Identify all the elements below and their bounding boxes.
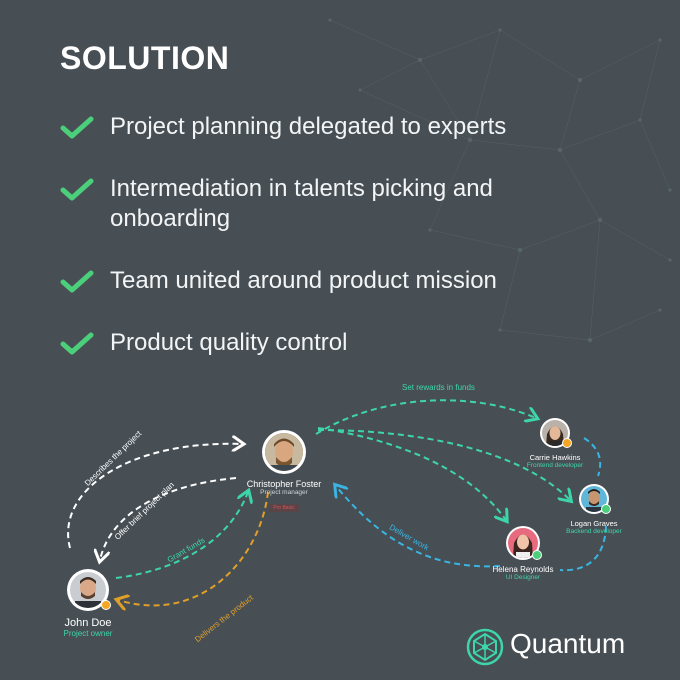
edge-carrie-loop [583,437,602,477]
brand-name: Quantum [510,628,626,659]
page-title: SOLUTION [60,40,230,76]
avatar [540,418,572,448]
status-online-icon [601,504,611,514]
edge-label-rewards: Set rewards in funds [402,383,475,392]
avatar [579,484,611,514]
person-carrie[interactable]: Carrie Hawkins Frontend developer [520,418,590,469]
edge-rewards-carrie [315,399,536,435]
status-away-icon [101,600,111,610]
edge-deliver-work [336,486,501,568]
person-role: Frontend developer [526,462,584,469]
edge-logan-loop [559,525,607,572]
person-role: Project owner [63,629,113,638]
checkmark-icon [60,332,94,355]
edge-offer [100,477,237,560]
person-christopher[interactable]: Christopher Foster Project manager Pro B… [232,430,336,514]
person-helena[interactable]: Helena Reynolds UI Designer [482,526,564,581]
list-item-text: Product quality control [110,329,348,356]
list-item: Project planning delegated to experts [60,112,506,142]
person-role: UI Designer [505,574,541,581]
person-name: Christopher Foster [246,479,322,489]
checkmark-icon [60,270,94,293]
avatar [506,526,542,560]
status-away-icon [562,438,572,448]
quantum-logo-icon [466,628,504,666]
person-john[interactable]: John Doe Project owner [48,569,128,638]
status-online-icon [532,550,542,560]
list-item-text: Team united around product mission [110,267,497,294]
checkmark-icon [60,178,94,201]
edge-delivers-product [118,491,269,605]
plan-badge: Pro Basic [269,504,299,512]
list-item-text: Intermediation in talents picking and [110,175,493,202]
edge-rewards-helena [317,427,506,520]
edge-grant [115,492,248,579]
person-role: Backend developer [566,528,622,535]
list-item: Product quality control [60,328,347,358]
workflow-diagram [67,399,607,680]
list-item: Team united around product mission [60,266,497,296]
person-role: Project manager [260,489,308,496]
avatar [67,569,111,611]
person-name: John Doe [64,617,112,629]
list-item-text: Project planning delegated to experts [110,113,507,140]
person-name: Helena Reynolds [492,565,554,574]
person-name: Logan Graves [570,519,618,528]
list-item: Intermediation in talents picking and on… [60,174,493,234]
edge-describes [67,444,242,549]
list-item-text-continued: onboarding [110,205,231,232]
avatar [262,430,306,474]
person-name: Carrie Hawkins [529,453,581,462]
brand-logo: Quantum [466,628,666,668]
checkmark-icon [60,116,94,139]
person-logan[interactable]: Logan Graves Backend developer [558,484,630,535]
